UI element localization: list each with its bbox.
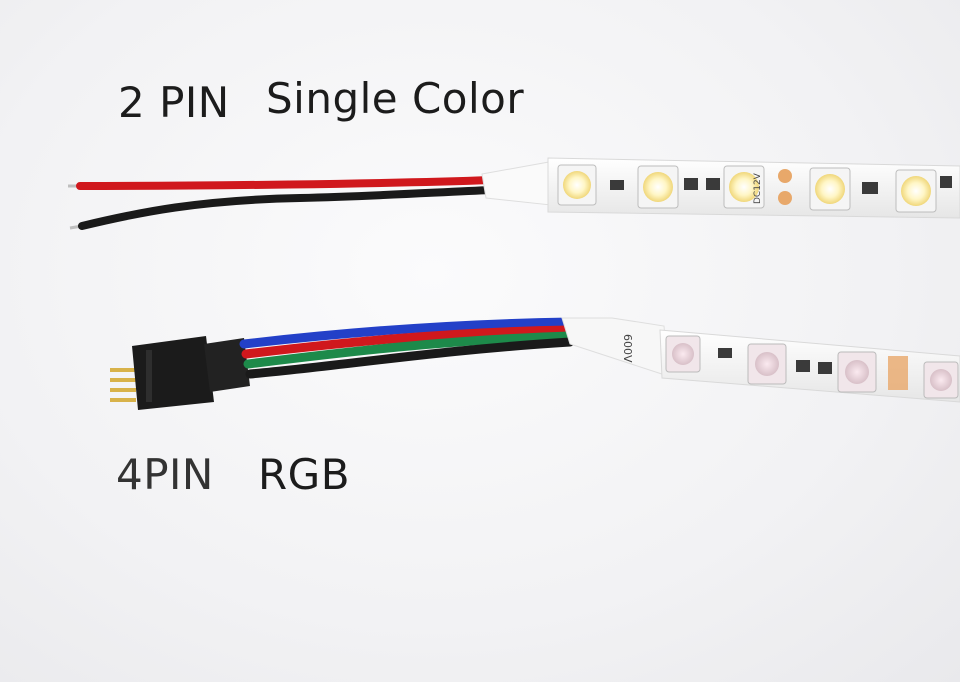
top-wires (68, 176, 496, 230)
resistor (940, 176, 952, 188)
led-chip (895, 169, 937, 213)
bottom-led-strip (659, 329, 960, 403)
top-pin-label: 2 PIN (118, 78, 230, 127)
bottom-heat-shrink (561, 317, 669, 377)
resistor (796, 360, 810, 372)
bottom-type-label: RGB (258, 450, 351, 499)
led-chip (809, 167, 851, 211)
led-chip (637, 165, 679, 209)
solder-pad (778, 191, 792, 205)
rgb-led-chip (837, 351, 877, 393)
led-chip (723, 165, 765, 209)
resistor (610, 180, 624, 190)
bottom-strip-print: 600V (621, 334, 634, 363)
rgb-led-chip (747, 343, 787, 385)
connector-pins (110, 368, 136, 402)
rgb-connector (132, 336, 250, 410)
rgb-wires (239, 317, 575, 379)
resistor (862, 182, 878, 194)
top-strip-print: DC12V (753, 172, 763, 204)
top-type-label: Single Color (266, 74, 525, 123)
rgb-led-chip (665, 335, 701, 373)
led-chip (557, 164, 597, 206)
resistor (718, 348, 732, 358)
resistor (684, 178, 698, 190)
solder-pad (778, 169, 792, 183)
resistor (706, 178, 720, 190)
rgb-led-chip (923, 361, 959, 399)
resistor (818, 362, 832, 374)
bottom-pin-label: 4PIN (116, 450, 214, 499)
top-led-strip: DC12V (547, 157, 960, 219)
solder-pads (888, 356, 908, 390)
